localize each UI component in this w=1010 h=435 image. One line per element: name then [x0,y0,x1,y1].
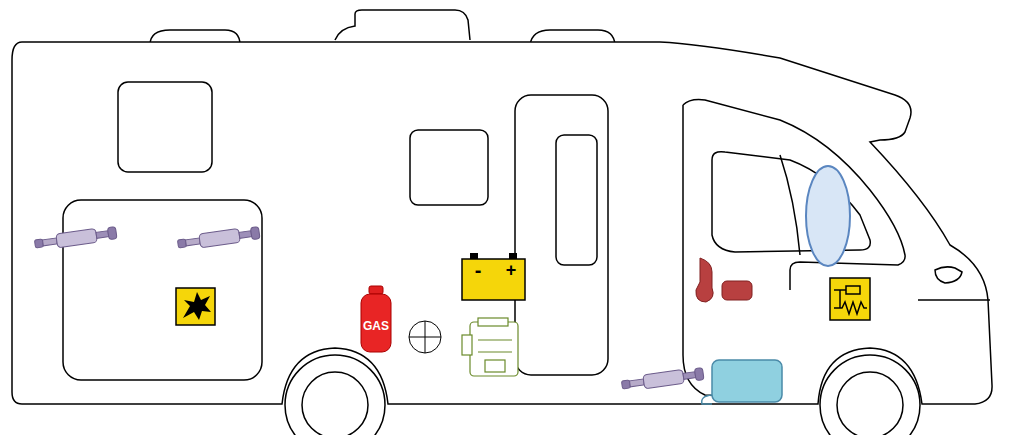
camper-body [12,42,992,404]
battery-terminal-sign: + [506,261,517,279]
window [118,82,212,172]
battery-terminal-sign: - [475,260,482,280]
door-window [556,135,597,265]
headlight [935,267,962,283]
crosshair-symbol [409,321,441,353]
rear-wheel [285,355,385,435]
airbag [806,166,850,266]
heater-unit [462,318,518,376]
control-switch [722,281,752,300]
roof-hatch [335,10,470,40]
front-hub [837,372,903,435]
bumper-line [918,299,990,301]
gas-label: GAS [363,320,389,332]
entrance-door [515,95,608,375]
hazard-icon [176,288,215,325]
resistor-icon [830,278,870,320]
rear-hub [302,372,368,435]
handbrake [696,258,713,302]
gas-bottle [361,286,391,352]
side-door [63,200,262,380]
front-wheel [820,355,920,435]
battery [462,253,525,300]
window-divider [780,155,800,255]
window [410,130,488,205]
cab-door [683,100,905,290]
water-tank [702,360,782,404]
